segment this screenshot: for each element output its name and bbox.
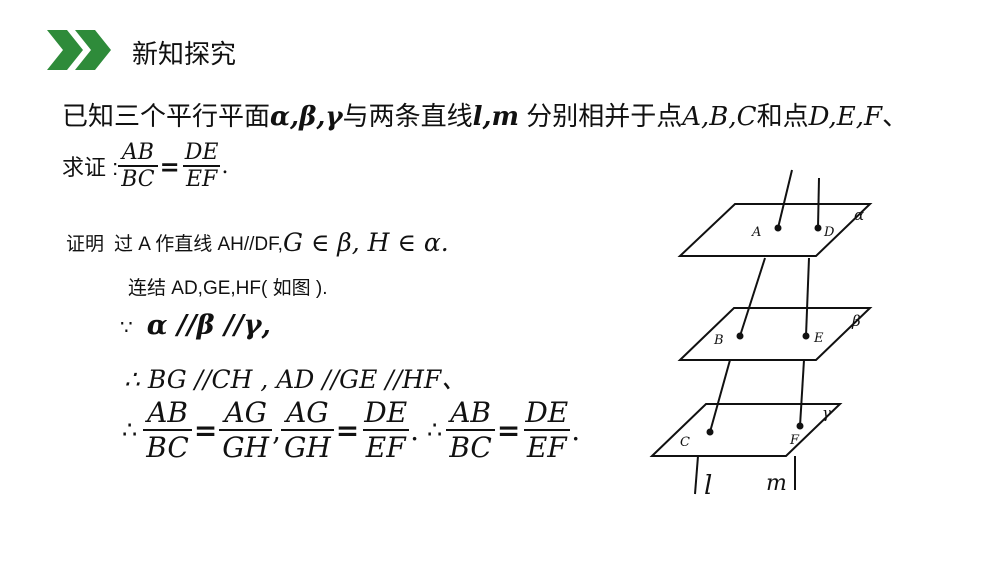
fraction-de-ef-2: DE EF bbox=[522, 396, 571, 464]
plane-gamma bbox=[649, 403, 843, 457]
planes-figure: α β γ A D B E C F l m bbox=[649, 169, 873, 500]
line-m-mid bbox=[805, 257, 810, 337]
label-beta: β bbox=[851, 312, 861, 330]
fraction-de-ef-1: DE EF bbox=[361, 396, 410, 464]
prove-frac1-den: BC bbox=[118, 165, 158, 192]
equals-2: = bbox=[335, 413, 360, 447]
proof-step-3: ∵ α //β //γ, bbox=[120, 310, 271, 341]
period-2: . bbox=[571, 413, 581, 447]
fraction-ag-gh-2: AG GH bbox=[280, 396, 334, 464]
point-a-dot bbox=[774, 224, 782, 232]
therefore-glyph-2: ∴ bbox=[427, 416, 443, 444]
page-title: 新知探究 bbox=[132, 39, 237, 69]
point-b-dot bbox=[736, 332, 744, 340]
label-f: F bbox=[789, 433, 800, 448]
frac2-num: AG bbox=[224, 396, 267, 429]
proof-label: 证明 bbox=[66, 234, 105, 255]
prove-label: 求证 : bbox=[62, 155, 119, 180]
header-chevrons-icon bbox=[47, 30, 113, 74]
statement-points1: A,B,C bbox=[682, 102, 757, 132]
statement-lines: l,m bbox=[472, 102, 520, 132]
label-d: D bbox=[823, 225, 835, 240]
frac6-den: EF bbox=[523, 429, 570, 464]
point-d-dot bbox=[814, 224, 822, 232]
label-m: m bbox=[766, 471, 787, 496]
step3-math: α //β //γ, bbox=[146, 310, 271, 341]
prove-line: 求证 : AB BC = DE EF . bbox=[62, 140, 228, 192]
prove-equals: = bbox=[159, 151, 180, 181]
equals-1: = bbox=[193, 413, 218, 447]
prove-frac2-num: DE bbox=[184, 140, 219, 165]
label-a: A bbox=[751, 225, 761, 240]
proof-step-4: ∴ BG //CH , AD //GE //HF、 bbox=[124, 365, 467, 394]
proof-step-5: ∴ AB BC = AG GH , AG GH = DE EF . ∴ AB B… bbox=[122, 396, 580, 464]
statement-mid2: 分别相并于点 bbox=[519, 101, 683, 131]
problem-statement: 已知三个平行平面α,β,γ与两条直线l,m 分别相并于点A,B,C和点D,E,F… bbox=[62, 96, 908, 133]
therefore-glyph-1: ∴ bbox=[122, 416, 138, 444]
label-gamma: γ bbox=[822, 404, 831, 422]
frac2-den: GH bbox=[219, 429, 273, 464]
prove-fraction-2: DE EF bbox=[182, 140, 222, 192]
frac6-num: DE bbox=[525, 396, 569, 429]
because-glyph: ∵ bbox=[120, 315, 133, 339]
frac1-num: AB bbox=[147, 396, 188, 429]
step1-math: G ∈ β, H ∈ α. bbox=[282, 228, 449, 257]
line-m-low bbox=[799, 359, 805, 427]
line-m-top bbox=[817, 177, 820, 229]
label-l: l bbox=[704, 471, 712, 500]
statement-planes: α,β,γ bbox=[270, 102, 343, 132]
statement-and: 和点 bbox=[756, 101, 809, 131]
statement-points2: D,E,F bbox=[808, 102, 883, 132]
frac5-num: AB bbox=[450, 396, 491, 429]
line-l-top bbox=[777, 169, 793, 229]
label-b: B bbox=[713, 333, 724, 348]
step1-text: 过 A 作直线 AH//DF, bbox=[114, 234, 283, 255]
line-l-bottom bbox=[694, 455, 699, 495]
statement-prefix: 已知三个平行平面 bbox=[62, 101, 271, 131]
prove-fraction-1: AB BC bbox=[118, 140, 158, 192]
frac5-den: BC bbox=[446, 429, 495, 464]
prove-end: . bbox=[221, 153, 229, 179]
point-c-dot bbox=[706, 428, 714, 436]
fraction-ab-bc: AB BC bbox=[143, 396, 192, 464]
prove-frac2-den: EF bbox=[182, 165, 221, 192]
period-1: . bbox=[410, 413, 420, 447]
equals-3: = bbox=[496, 413, 521, 447]
plane-beta bbox=[677, 307, 873, 361]
frac3-den: GH bbox=[280, 429, 334, 464]
line-l-low bbox=[709, 359, 731, 433]
statement-mid: 与两条直线 bbox=[342, 101, 473, 131]
plane-alpha bbox=[677, 203, 873, 257]
comma: , bbox=[272, 413, 281, 447]
proof-step-2: 连结 AD,GE,HF( 如图 ). bbox=[128, 278, 328, 299]
label-c: C bbox=[680, 435, 690, 450]
statement-end: 、 bbox=[882, 101, 909, 131]
line-l-mid bbox=[739, 257, 766, 337]
point-e-dot bbox=[802, 332, 810, 340]
frac4-num: DE bbox=[364, 396, 408, 429]
point-f-dot bbox=[796, 422, 804, 430]
label-alpha: α bbox=[854, 206, 864, 224]
proof-step-1: 证明 过 A 作直线 AH//DF, G ∈ β, H ∈ α. bbox=[66, 228, 449, 257]
frac3-num: AG bbox=[286, 396, 329, 429]
fraction-ab-bc-2: AB BC bbox=[446, 396, 495, 464]
frac4-den: EF bbox=[362, 429, 409, 464]
fraction-ag-gh-1: AG GH bbox=[219, 396, 273, 464]
label-e: E bbox=[813, 331, 824, 346]
frac1-den: BC bbox=[143, 429, 192, 464]
prove-frac1-num: AB bbox=[121, 140, 154, 165]
